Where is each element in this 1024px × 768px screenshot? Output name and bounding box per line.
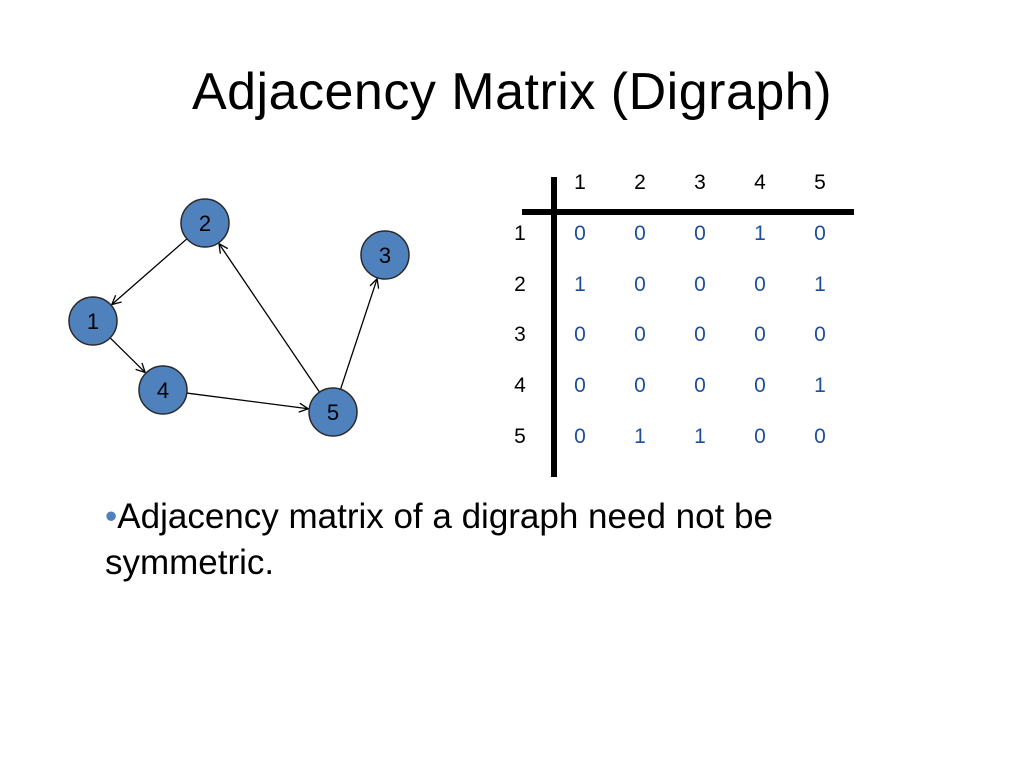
node-label: 3 bbox=[379, 243, 391, 268]
matrix-cell: 0 bbox=[634, 323, 646, 346]
nodes-layer: 2 3 1 4 5 bbox=[68, 198, 410, 437]
matrix-cell: 0 bbox=[754, 425, 766, 448]
node-label: 1 bbox=[87, 309, 99, 334]
arrowhead-4-to-5 bbox=[298, 402, 310, 413]
node-label: 2 bbox=[199, 211, 211, 236]
matrix-cell: 0 bbox=[634, 374, 646, 397]
matrix-cell: 1 bbox=[694, 425, 706, 448]
matrix-vertical-rule bbox=[551, 177, 557, 477]
arrowhead-5-to-2 bbox=[218, 242, 229, 254]
node-circle bbox=[360, 230, 410, 280]
node-circle bbox=[138, 365, 188, 415]
matrix-cell: 1 bbox=[814, 273, 826, 296]
node-label: 4 bbox=[157, 378, 169, 403]
row-header: 2 bbox=[514, 273, 526, 296]
matrix-cell: 0 bbox=[754, 374, 766, 397]
matrix-cell: 0 bbox=[814, 323, 826, 346]
node-2: 2 bbox=[180, 198, 230, 248]
slide-title: Adjacency Matrix (Digraph) bbox=[191, 63, 833, 121]
matrix-horizontal-rule bbox=[522, 209, 854, 215]
matrix-cell: 1 bbox=[634, 425, 646, 448]
edge-4-to-5 bbox=[186, 392, 309, 410]
matrix-cell: 0 bbox=[574, 425, 586, 448]
edge-5-to-2 bbox=[218, 243, 321, 393]
matrix-cell: 1 bbox=[754, 222, 766, 245]
node-circle bbox=[308, 387, 358, 437]
matrix-cell: 0 bbox=[574, 323, 586, 346]
node-circle bbox=[68, 296, 118, 346]
node-4: 4 bbox=[138, 365, 188, 415]
row-header: 4 bbox=[514, 374, 526, 397]
row-header: 1 bbox=[514, 222, 526, 245]
node-5: 5 bbox=[308, 387, 358, 437]
matrix-cell: 0 bbox=[574, 222, 586, 245]
adjacency-matrix: 1 2 3 4 5 1 2 3 4 5 0 0 0 1 0 1 0 0 0 1 0 0 0 0 0 0 0 0 0 1 0 1 1 0 0 bbox=[500, 165, 860, 485]
row-header: 5 bbox=[514, 425, 526, 448]
bullet-point: •Adjacency matrix of a digraph need not … bbox=[105, 494, 905, 586]
matrix-cell: 0 bbox=[694, 374, 706, 397]
bullet-marker: • bbox=[105, 497, 118, 536]
column-header: 3 bbox=[694, 171, 706, 194]
column-header: 5 bbox=[814, 171, 826, 194]
node-3: 3 bbox=[360, 230, 410, 280]
matrix-cell: 0 bbox=[574, 374, 586, 397]
edge-2-to-1 bbox=[111, 238, 188, 306]
matrix-cell: 0 bbox=[634, 222, 646, 245]
edges-layer bbox=[109, 238, 380, 413]
matrix-cell: 0 bbox=[754, 273, 766, 296]
edge-1-to-4 bbox=[109, 337, 146, 373]
column-header: 2 bbox=[634, 171, 646, 194]
matrix-cell: 0 bbox=[634, 273, 646, 296]
matrix-cell: 0 bbox=[694, 273, 706, 296]
matrix-cell: 0 bbox=[754, 323, 766, 346]
matrix-cell: 0 bbox=[814, 222, 826, 245]
arrowhead-2-to-1 bbox=[110, 294, 122, 306]
matrix-cell: 0 bbox=[694, 222, 706, 245]
node-circle bbox=[180, 198, 230, 248]
node-label: 5 bbox=[327, 400, 339, 425]
column-header: 4 bbox=[754, 171, 766, 194]
matrix-cell: 1 bbox=[574, 273, 586, 296]
column-header: 1 bbox=[574, 171, 586, 194]
matrix-cell: 0 bbox=[694, 323, 706, 346]
row-header: 3 bbox=[514, 323, 526, 346]
node-1: 1 bbox=[68, 296, 118, 346]
arrowhead-5-to-3 bbox=[369, 277, 380, 289]
arrowhead-1-to-4 bbox=[135, 362, 147, 374]
matrix-cell: 0 bbox=[814, 425, 826, 448]
matrix-cell: 1 bbox=[814, 374, 826, 397]
edge-5-to-3 bbox=[339, 278, 378, 390]
bullet-text: Adjacency matrix of a digraph need not b… bbox=[105, 497, 773, 582]
